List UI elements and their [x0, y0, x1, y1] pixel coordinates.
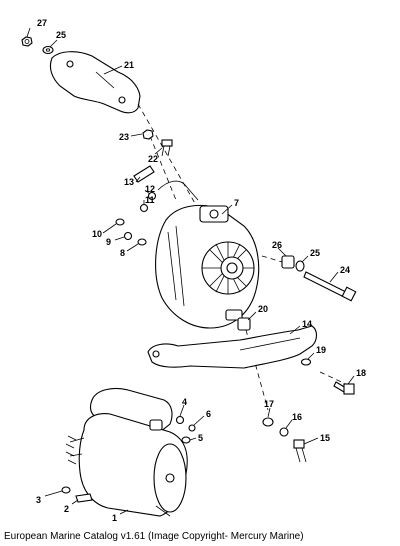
- washer-25-mid: [295, 260, 305, 272]
- callout-5: 5: [198, 433, 203, 443]
- nut-12: [147, 191, 157, 201]
- alignment-line-bolt: [149, 135, 177, 201]
- pin-13: [133, 165, 155, 183]
- callout-25-top: 25: [56, 30, 66, 40]
- callout-22: 22: [148, 154, 158, 164]
- callout-14: 14: [302, 319, 312, 329]
- nut-23: [142, 129, 154, 140]
- bolt-2: [75, 493, 93, 503]
- callout-7: 7: [234, 198, 239, 208]
- screw-6: [188, 424, 196, 432]
- upper-mounting-bracket: [49, 51, 141, 114]
- callout-3: 3: [36, 495, 41, 505]
- callout-10: 10: [92, 229, 102, 239]
- bolt-24: [303, 271, 357, 302]
- callout-9: 9: [106, 237, 111, 247]
- nut-27: [21, 36, 33, 47]
- wire-lead: [157, 180, 199, 201]
- callout-12: 12: [145, 184, 155, 194]
- callout-21: 21: [124, 60, 134, 70]
- bolt-18: [333, 381, 355, 395]
- callout-24: 24: [340, 265, 350, 275]
- alternator: [155, 204, 260, 329]
- copyright-caption: European Marine Catalog v1.61 (Image Cop…: [4, 531, 304, 542]
- callout-20: 20: [258, 304, 268, 314]
- washer-17: [262, 417, 274, 427]
- callout-4: 4: [182, 397, 187, 407]
- exploded-parts-diagram: 27 25 21 23 22 13 12 11 10 9 8 7 26 25 2…: [21, 18, 366, 523]
- washer-19: [300, 358, 312, 366]
- spacer-20: [237, 317, 251, 331]
- callout-15: 15: [320, 433, 330, 443]
- bolt-15: [293, 439, 307, 463]
- callout-18: 18: [356, 368, 366, 378]
- callout-25-mid: 25: [310, 248, 320, 258]
- washer-8: [137, 238, 147, 246]
- nut-4: [175, 415, 185, 425]
- starter-motor: [65, 387, 188, 517]
- callout-13: 13: [124, 177, 134, 187]
- callout-11: 11: [145, 195, 155, 205]
- callout-26: 26: [272, 240, 282, 250]
- leader-lines: [26, 27, 355, 515]
- spacer-26: [281, 255, 295, 269]
- alignment-line-upper: [137, 103, 201, 213]
- callout-23: 23: [119, 132, 129, 142]
- nut-16: [279, 427, 289, 437]
- callout-27: 27: [37, 18, 47, 28]
- callout-16: 16: [292, 412, 302, 422]
- washer-10: [115, 218, 125, 226]
- callout-17: 17: [264, 399, 274, 409]
- adjusting-bracket: [147, 325, 318, 369]
- washer-25-top: [42, 45, 54, 55]
- nut-11: [139, 203, 149, 213]
- washer-3: [61, 486, 71, 494]
- washer-5: [181, 436, 191, 444]
- callout-8: 8: [120, 248, 125, 258]
- callout-6: 6: [206, 409, 211, 419]
- callout-19: 19: [316, 345, 326, 355]
- callout-1: 1: [112, 513, 117, 523]
- callout-2: 2: [64, 504, 69, 514]
- nut-9: [123, 231, 133, 241]
- bolt-22: [161, 139, 173, 157]
